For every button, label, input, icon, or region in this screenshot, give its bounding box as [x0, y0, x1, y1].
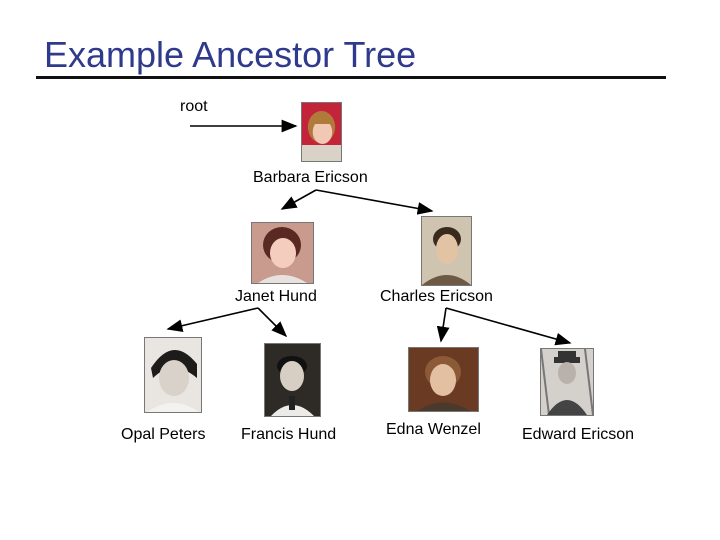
person-name-charles: Charles Ericson [380, 288, 493, 305]
person-name-barbara: Barbara Ericson [253, 169, 368, 186]
person-name-janet: Janet Hund [235, 288, 317, 305]
person-name-edna: Edna Wenzel [386, 421, 481, 438]
person-name-edward: Edward Ericson [522, 426, 635, 443]
page-title: Example Ancestor Tree [44, 34, 417, 75]
barbara-ericson-photo [301, 102, 342, 162]
person-name-opal: Opal Peters [121, 426, 206, 443]
opal-peters-photo [144, 337, 202, 413]
root-label: root [180, 98, 208, 115]
title-divider [36, 76, 666, 79]
barbara-to-charles-arrow [315, 189, 434, 215]
person-name-francis: Francis Hund [241, 426, 337, 443]
barbara-to-janet-arrow [280, 189, 317, 210]
janet-to-opal-arrow [166, 307, 259, 332]
edward-ericson-photo [540, 348, 594, 416]
edna-wenzel-photo [408, 347, 479, 412]
charles-to-edna-arrow [436, 307, 450, 343]
janet-hund-photo [251, 222, 314, 284]
charles-to-edward-arrow [445, 307, 572, 346]
francis-hund-photo [264, 343, 321, 417]
janet-to-francis-arrow [257, 307, 288, 338]
charles-ericson-photo [421, 216, 472, 286]
